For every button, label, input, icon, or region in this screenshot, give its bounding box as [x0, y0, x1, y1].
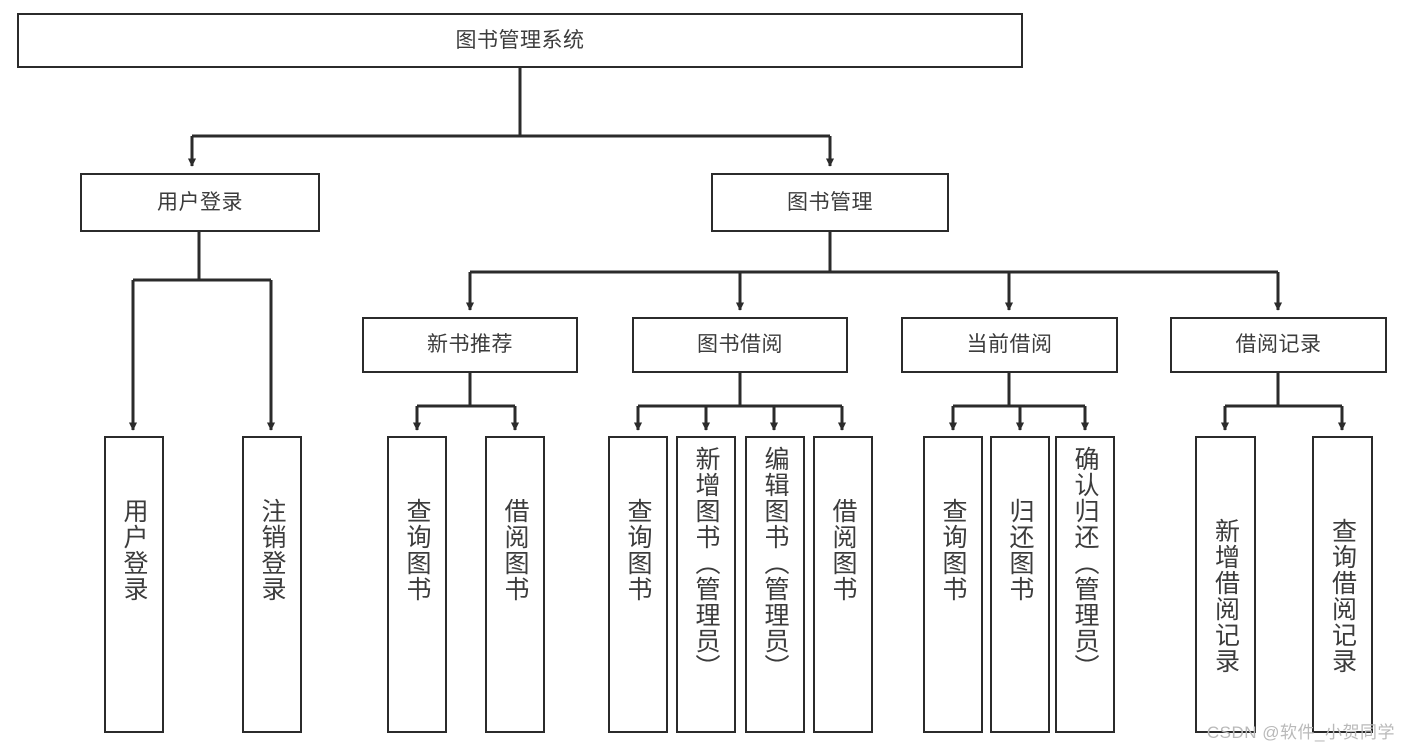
node-leaf-query-book-recommend[interactable]: 查询图书 [387, 436, 447, 733]
node-label: 借阅记录 [1235, 333, 1322, 357]
node-label: 查询借阅记录 [1328, 518, 1357, 674]
node-label: 用户登录 [157, 190, 243, 214]
node-label: 借阅图书 [829, 498, 857, 602]
node-label: 当前借阅 [966, 333, 1053, 357]
node-leaf-logout-login[interactable]: 注销登录 [242, 436, 302, 733]
node-label: 确认归还（管理员） [1071, 446, 1099, 680]
node-label: 图书借阅 [697, 333, 783, 357]
node-leaf-query-borrow-record[interactable]: 查询借阅记录 [1312, 436, 1373, 733]
node-leaf-confirm-return[interactable]: 确认归还（管理员） [1055, 436, 1115, 733]
node-borrow-record[interactable]: 借阅记录 [1170, 317, 1387, 373]
node-leaf-add-borrow-record[interactable]: 新增借阅记录 [1195, 436, 1256, 733]
node-leaf-add-book[interactable]: 新增图书（管理员） [676, 436, 736, 733]
node-label: 图书管理系统 [455, 28, 585, 52]
node-leaf-return-book[interactable]: 归还图书 [990, 436, 1050, 733]
node-label: 注销登录 [258, 498, 286, 602]
node-leaf-user-login[interactable]: 用户登录 [104, 436, 164, 733]
node-label: 编辑图书（管理员） [761, 446, 789, 680]
node-label: 新增图书（管理员） [692, 446, 720, 680]
node-label: 新增借阅记录 [1211, 518, 1240, 674]
node-book-management[interactable]: 图书管理 [711, 173, 949, 232]
node-label: 查询图书 [624, 498, 652, 602]
node-label: 查询图书 [403, 498, 431, 602]
node-book-borrow[interactable]: 图书借阅 [632, 317, 848, 373]
node-leaf-edit-book[interactable]: 编辑图书（管理员） [745, 436, 805, 733]
node-current-borrow[interactable]: 当前借阅 [901, 317, 1118, 373]
node-label: 归还图书 [1006, 498, 1034, 602]
node-leaf-query-book-current[interactable]: 查询图书 [923, 436, 983, 733]
node-leaf-borrow-book-recommend[interactable]: 借阅图书 [485, 436, 545, 733]
node-label: 用户登录 [120, 498, 148, 602]
node-new-book-recommend[interactable]: 新书推荐 [362, 317, 578, 373]
node-label: 新书推荐 [427, 333, 513, 357]
node-label: 借阅图书 [501, 498, 529, 602]
watermark-text: CSDN @软件_小贺同学 [1206, 723, 1395, 742]
node-book-management-system[interactable]: 图书管理系统 [17, 13, 1023, 68]
node-label: 图书管理 [787, 190, 873, 214]
node-label: 查询图书 [939, 498, 967, 602]
node-leaf-borrow-book[interactable]: 借阅图书 [813, 436, 873, 733]
node-user-login[interactable]: 用户登录 [80, 173, 320, 232]
node-leaf-query-book-borrow[interactable]: 查询图书 [608, 436, 668, 733]
